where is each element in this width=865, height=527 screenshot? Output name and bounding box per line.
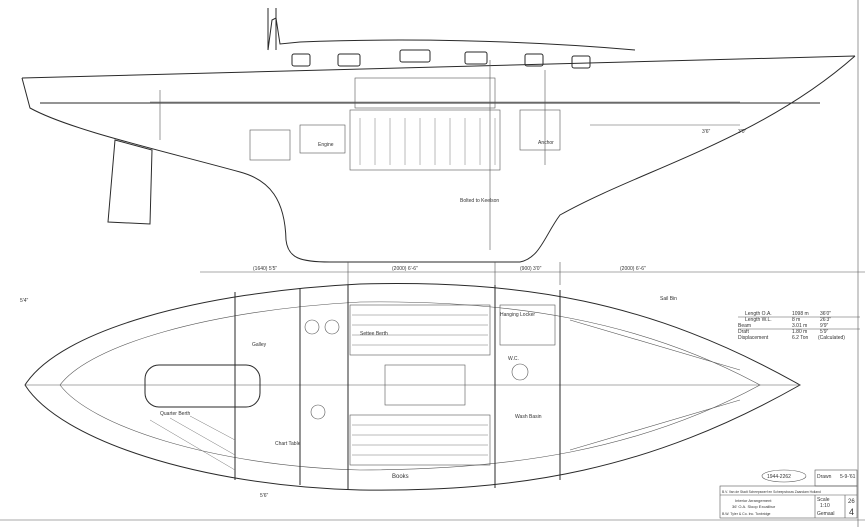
label-settee: Settee Berth <box>360 331 388 337</box>
particulars-table: Length O.A. 1098 m 36'0" Length W.L. 8 m… <box>738 311 860 341</box>
scale: 1:10 <box>820 503 830 509</box>
svg-text:6.2 Ton: 6.2 Ton <box>792 335 809 341</box>
svg-text:3.01 m: 3.01 m <box>792 323 807 329</box>
portlights <box>291 49 591 69</box>
builder: B.V. Van de Stadt Scheepswerf en Scheeps… <box>722 490 821 494</box>
dim-d2: (2000) 6'-6" <box>392 266 418 272</box>
svg-text:Gemaal: Gemaal <box>817 511 835 517</box>
particular-row: Draft 1.80 m 5'9" <box>738 329 829 335</box>
svg-text:Length O.A.: Length O.A. <box>745 311 772 317</box>
svg-text:8 m: 8 m <box>792 317 800 323</box>
svg-text:9'9": 9'9" <box>820 323 829 329</box>
particular-row: Beam 3.01 m 9'9" <box>738 323 829 329</box>
label-hanging-locker: Hanging Locker <box>500 312 535 318</box>
dim-h3: 5'4" <box>20 298 29 304</box>
drawing-number: 1944-2262 <box>767 474 791 480</box>
particular-row: Length W.L. 8 m 26'3" <box>745 317 831 323</box>
profile-view: Bolted to Keelson Engine Anchor 3'6" 3'0… <box>21 8 856 263</box>
drawing-date: 5-9-'61 <box>840 474 856 480</box>
label-engine: Engine <box>318 142 334 148</box>
sheer-line <box>21 55 856 79</box>
mast-stub <box>267 8 277 50</box>
plan-view: Books Galley Chart Table Quarter Berth H… <box>24 283 802 491</box>
dim-d1: (1640) 5'5" <box>253 266 277 272</box>
svg-text:4: 4 <box>849 507 854 517</box>
svg-text:5'9": 5'9" <box>820 329 829 335</box>
cockpit <box>144 364 261 408</box>
sheet-number: 26 <box>848 499 855 505</box>
svg-text:Scale: Scale <box>817 497 830 503</box>
svg-text:26'3": 26'3" <box>820 317 831 323</box>
svg-text:36'0": 36'0" <box>820 311 831 317</box>
label-anchor: Anchor <box>538 140 554 146</box>
svg-text:Displacement: Displacement <box>738 335 769 341</box>
dim-d5: 5'6" <box>260 493 269 499</box>
dim-h1: 3'6" <box>702 129 711 135</box>
label-chart-table: Chart Table <box>275 441 301 447</box>
drawing-subtitle: 36' O.A. Sloop Excalibur <box>732 504 776 509</box>
drawing-title: Interior Arrangement <box>735 498 772 503</box>
svg-text:Draft: Draft <box>738 329 749 335</box>
dim-d4: (2000) 6'-6" <box>620 266 646 272</box>
hull-plan-outline <box>24 283 802 491</box>
label-wc: W.C. <box>508 356 519 362</box>
dimension-line: (1640) 5'5" (2000) 6'-6" (900) 3'0" (200… <box>20 262 865 499</box>
label-books: Books <box>392 474 409 480</box>
svg-text:1.80 m: 1.80 m <box>792 329 807 335</box>
particular-row: Length O.A. 1098 m 36'0" <box>745 311 831 317</box>
particular-row: Displacement 6.2 Ton (Calculated) <box>738 335 845 341</box>
cabin-trunk <box>267 17 636 51</box>
label-wash-basin: Wash Basin <box>515 414 542 420</box>
label-galley: Galley <box>252 342 267 348</box>
owner: B.W. Tyler & Co. Inc. Tonbridge <box>722 512 771 516</box>
rudder <box>107 139 153 225</box>
label-bolted: Bolted to Keelson <box>460 198 499 204</box>
label-quarter-berth: Quarter Berth <box>160 411 191 417</box>
dim-d3: (900) 3'0" <box>520 266 542 272</box>
svg-text:Beam: Beam <box>738 323 751 329</box>
svg-text:(Calculated): (Calculated) <box>818 335 845 341</box>
svg-text:1098 m: 1098 m <box>792 311 809 317</box>
label-sail-bin: Sail Bin <box>660 296 677 302</box>
svg-text:Drawn: Drawn <box>817 474 832 480</box>
svg-text:Length W.L.: Length W.L. <box>745 317 772 323</box>
dim-h2: 3'0" <box>738 129 747 135</box>
hull-profile <box>21 55 856 263</box>
